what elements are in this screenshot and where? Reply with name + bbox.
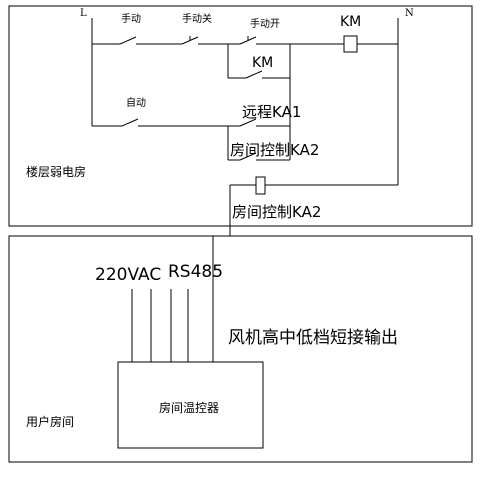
controller-box [117,361,264,449]
ka2-coil-row: 房间控制KA2 [229,176,398,231]
contact-km [245,70,263,79]
coil-ka2-label: 房间控制KA2 [232,203,321,221]
lower-region: 用户房间 [8,235,473,463]
switch-remote [239,118,257,127]
contact-km-label: KM [252,55,273,71]
controller-label: 房间温控器 [159,400,219,415]
switch-manual-start-label: 手动开 [250,17,280,30]
auto-row: 自动 远程KA1 房间控制KA2 [92,44,319,161]
lower-region-frame [8,235,473,463]
switch-room-ctrl [239,152,257,161]
output-note: 风机高中低档短接输出 [228,328,398,348]
km-holding-branch: KM [227,44,291,79]
coil-km-label: KM [340,14,361,30]
coil-km [343,35,358,53]
power-rails: L N [80,8,414,185]
switch-manual-stop-label: 手动关 [182,12,212,25]
coil-ka2 [255,176,266,195]
power-input-label: 220VAC [95,265,161,285]
upper-region-frame [8,5,473,227]
bus-input-label: RS485 [168,262,223,282]
thermostat-controller: 房间温控器 [117,361,264,449]
rail-label-l: L [80,8,87,19]
switch-manual-start [239,36,257,45]
switch-manual [119,36,137,45]
switch-room-ctrl-label: 房间控制KA2 [230,141,319,159]
lower-region-label: 用户房间 [26,414,74,429]
switch-manual-stop [181,36,199,45]
upper-region-label: 楼层弱电房 [26,164,86,179]
manual-row: 手动 手动关 手动开 KM [92,12,398,53]
switch-auto-label: 自动 [126,96,146,109]
upper-region: 楼层弱电房 [8,5,473,227]
switch-manual-label: 手动 [121,12,141,25]
switch-remote-label: 远程KA1 [242,103,301,121]
input-labels: 220VAC RS485 [95,262,223,285]
controller-leads [131,231,231,362]
switch-auto [121,118,139,127]
rail-label-n: N [405,8,414,19]
